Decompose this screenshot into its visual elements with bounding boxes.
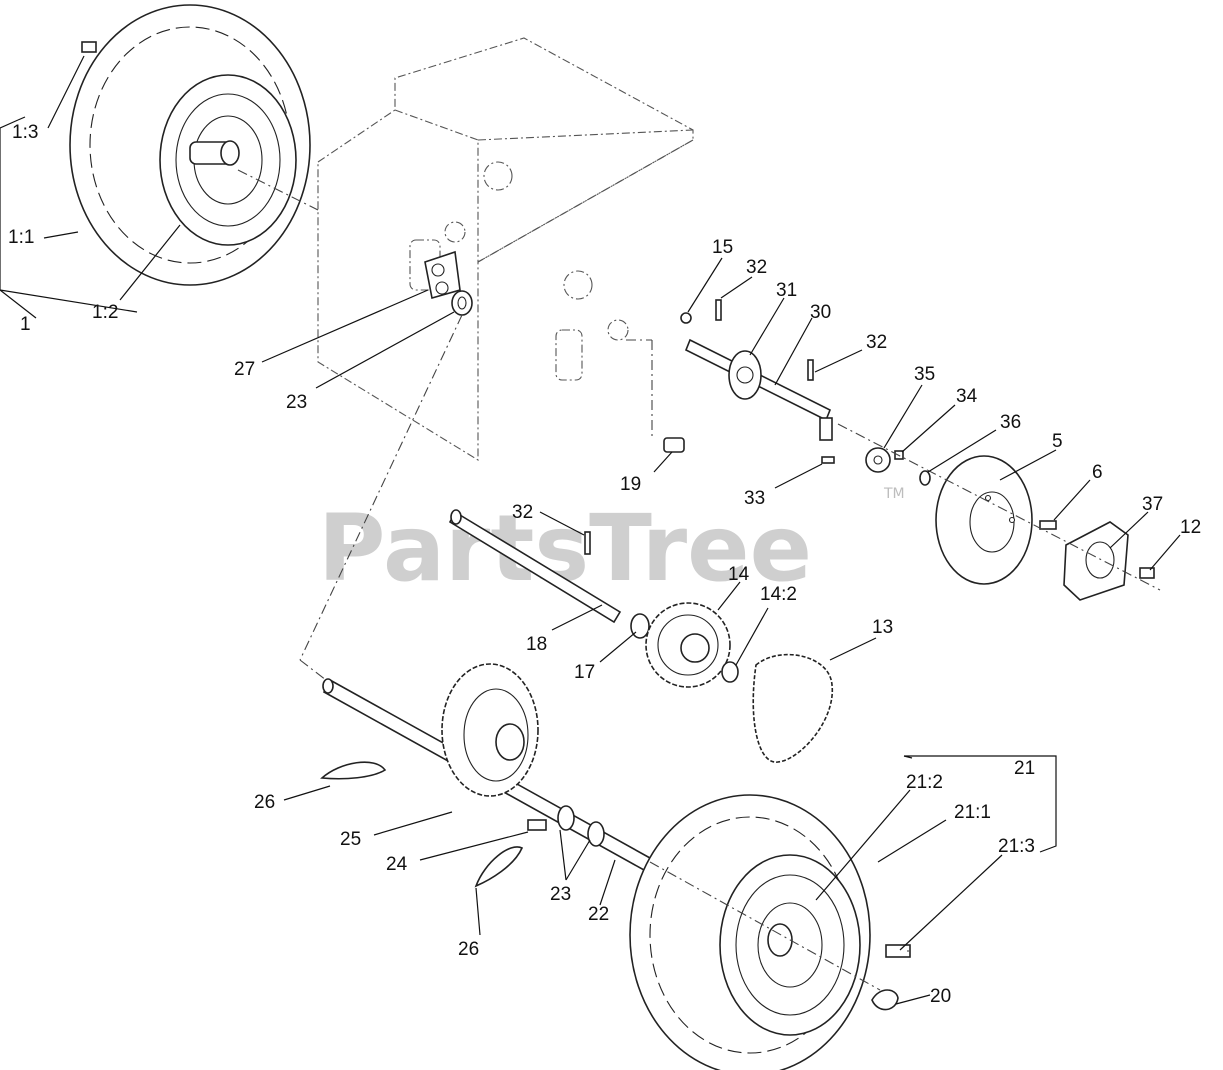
callout-6: 6 [1092, 462, 1103, 483]
callout-labels: 1:3 1:1 1 1:2 27 23 15 32 31 30 32 35 34… [8, 122, 1201, 1007]
callout-26-upper: 26 [254, 792, 275, 813]
bolt-1-3 [81, 41, 97, 53]
pulley-5 [935, 455, 1033, 585]
callout-12: 12 [1180, 517, 1201, 538]
key-24 [527, 819, 547, 831]
callout-1-1: 1:1 [8, 227, 34, 248]
callout-14-2: 14:2 [760, 584, 797, 605]
leader-lines [0, 55, 1181, 1005]
callout-20: 20 [930, 986, 951, 1007]
pin-32-upper [715, 299, 722, 321]
bushing-14-2 [721, 661, 739, 683]
callout-21: 21 [1014, 758, 1035, 779]
clip-26-lower [474, 846, 524, 888]
callout-24: 24 [386, 854, 408, 875]
sprocket-35 [865, 447, 891, 473]
gear-25 [441, 663, 539, 797]
callout-13: 13 [872, 617, 893, 638]
washer-23-upper [451, 290, 473, 316]
wheel-right [629, 794, 871, 1070]
gear-14 [645, 602, 731, 688]
callout-21-2: 21:2 [906, 772, 943, 793]
clip-26-upper [320, 761, 387, 780]
callout-1-3: 1:3 [12, 122, 38, 143]
callout-21-1: 21:1 [954, 802, 991, 823]
key-33 [821, 456, 835, 464]
callout-34: 34 [956, 386, 978, 407]
callout-18: 18 [526, 634, 547, 655]
wheel-left [69, 4, 311, 286]
bolt-21-3 [885, 944, 911, 958]
callout-30: 30 [810, 302, 831, 323]
callout-17: 17 [574, 662, 595, 683]
frame-housing [317, 37, 694, 461]
bearing-27 [424, 250, 461, 300]
callout-33: 33 [744, 488, 765, 509]
callout-32-right: 32 [866, 332, 887, 353]
callout-35: 35 [914, 364, 935, 385]
bolt-6 [1039, 520, 1057, 530]
bolt-12 [1139, 567, 1155, 579]
callout-14: 14 [728, 564, 750, 585]
callout-15: 15 [712, 237, 733, 258]
callout-1: 1 [20, 314, 31, 335]
callout-32-lower: 32 [512, 502, 533, 523]
callout-36: 36 [1000, 412, 1021, 433]
alignment-lines [237, 169, 1161, 991]
chain-13 [752, 653, 833, 763]
callout-37: 37 [1142, 494, 1163, 515]
callout-26-lower: 26 [458, 939, 479, 960]
callout-5: 5 [1052, 431, 1063, 452]
callout-22: 22 [588, 904, 609, 925]
spacers-23-lower [557, 805, 605, 847]
bearing-37 [1063, 521, 1129, 601]
callout-23-upper: 23 [286, 392, 307, 413]
watermark: PartsTree TM [318, 486, 905, 602]
pin-20 [871, 989, 899, 1011]
callout-1-2: 1:2 [92, 302, 118, 323]
pin-32-lower [584, 531, 591, 555]
callout-32-top: 32 [746, 257, 767, 278]
washer-36 [919, 470, 931, 486]
pin-32-mid [807, 359, 814, 381]
callout-23-lower: 23 [550, 884, 571, 905]
callout-19: 19 [620, 474, 641, 495]
callout-25: 25 [340, 829, 361, 850]
watermark-trademark: TM [883, 486, 905, 502]
bolt-19 [663, 437, 685, 453]
callout-21-3: 21:3 [998, 836, 1035, 857]
shaft-30 [684, 338, 833, 441]
callout-27: 27 [234, 359, 255, 380]
callout-31: 31 [776, 280, 797, 301]
nut-15 [680, 312, 692, 324]
shaft-18 [448, 509, 622, 624]
